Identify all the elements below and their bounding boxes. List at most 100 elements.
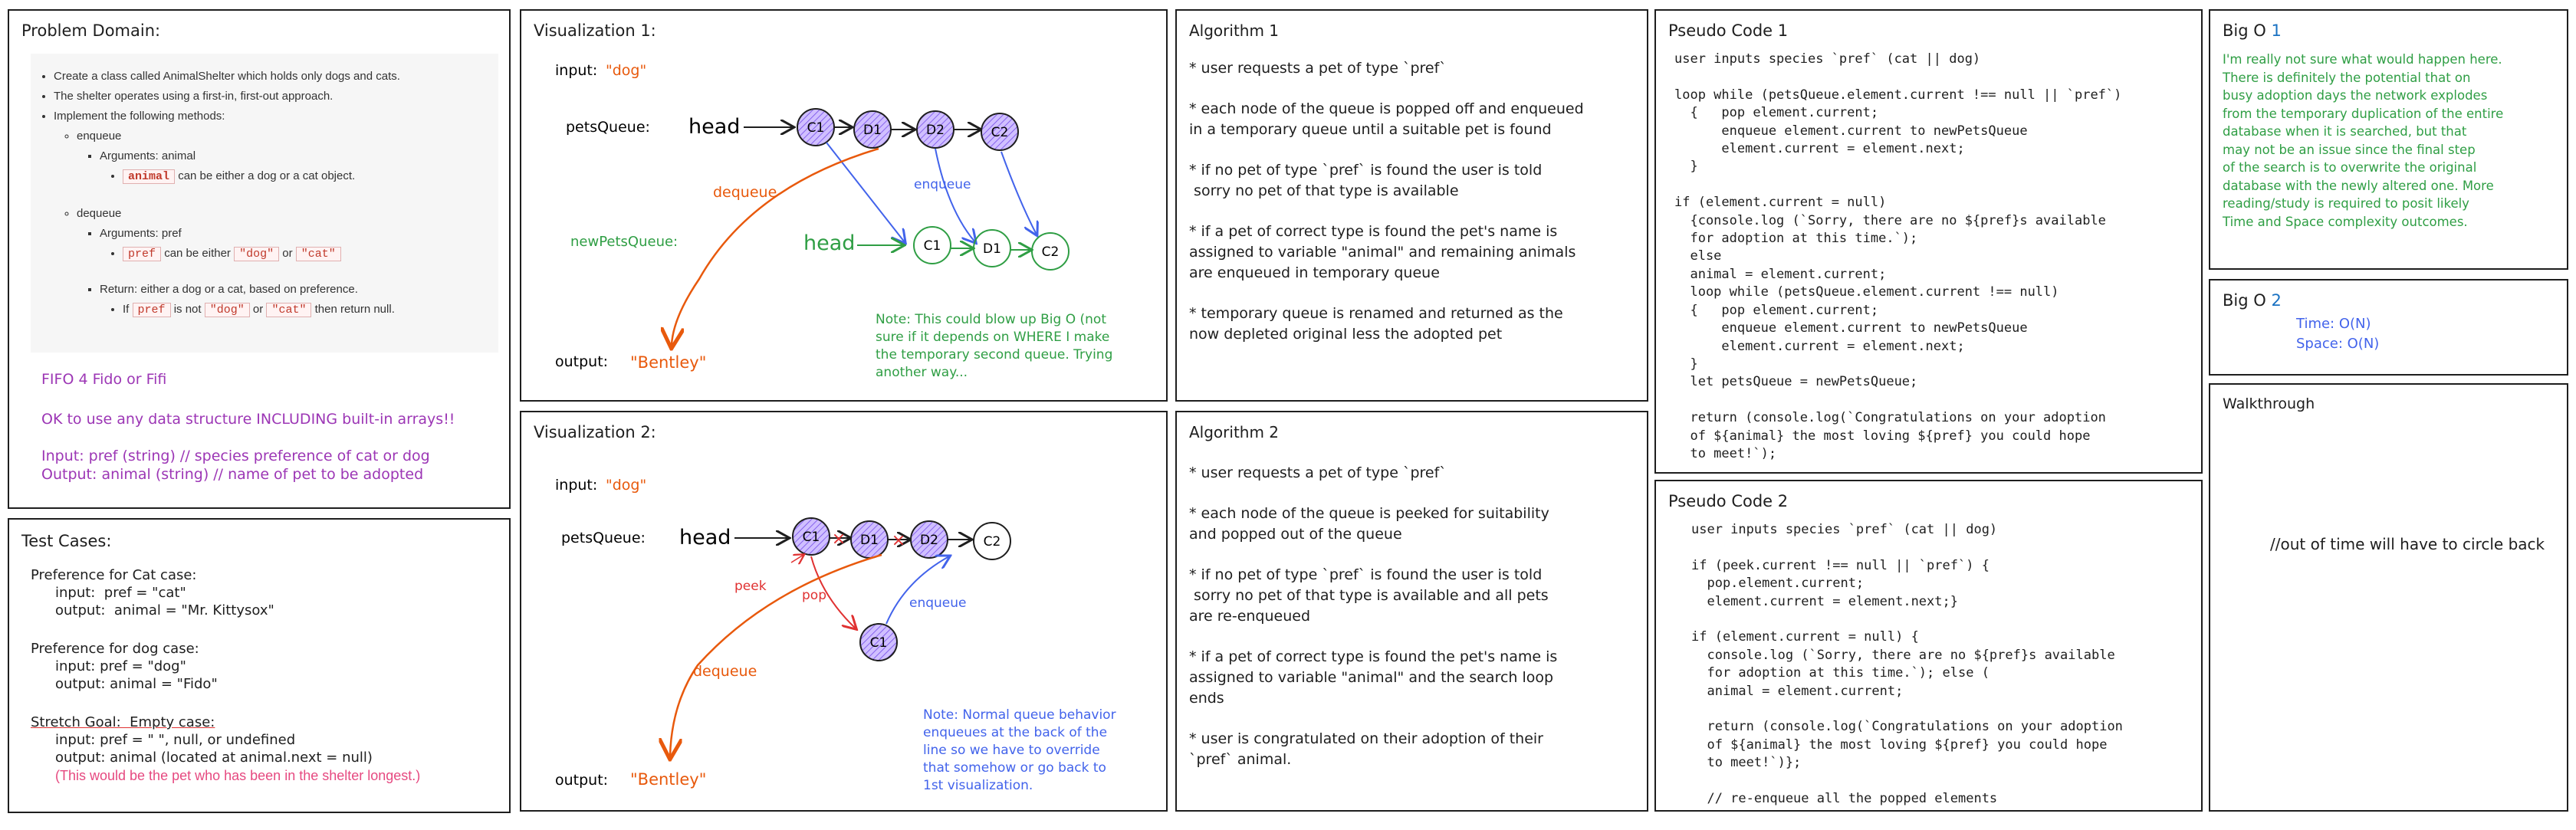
algo1-bullet: * temporary queue is renamed and returne… xyxy=(1189,305,1563,343)
viz1-new-node: C1 xyxy=(913,226,951,264)
pseudo-code-2-panel: Pseudo Code 2 user inputs species `pref`… xyxy=(1654,480,2203,812)
viz1-new-node: D1 xyxy=(973,229,1011,267)
viz1-node: C2 xyxy=(981,113,1019,151)
bigo1-text: I'm really not sure what would happen he… xyxy=(2223,52,2504,229)
test-cases-title: Test Cases: xyxy=(21,532,112,550)
viz2-output-label: output: xyxy=(555,772,608,789)
viz2-peek-label: peek xyxy=(734,579,767,594)
algo1-title: Algorithm 1 xyxy=(1189,21,1280,40)
dog-case: Preference for dog case: xyxy=(31,641,199,657)
dequeue-return: Return: either a dog or a cat, based on … xyxy=(100,283,498,317)
viz2-node: D1 xyxy=(850,520,889,559)
input-note: Input: pref (string) // species preferen… xyxy=(41,448,430,464)
viz2-popped-node: C1 xyxy=(859,623,898,661)
viz1-head-label: head xyxy=(688,115,740,139)
viz1-input-value: "dog" xyxy=(606,62,646,79)
problem-domain-spec: Create a class called AnimalShelter whic… xyxy=(31,54,498,353)
viz2-output-value: "Bentley" xyxy=(630,770,706,789)
dog-input: input: pref = "dog" xyxy=(55,658,186,674)
algorithm-1-panel: Algorithm 1 * user requests a pet of typ… xyxy=(1175,9,1648,402)
viz2-enqueue-label: enqueue xyxy=(909,595,967,611)
big-o-1-panel: Big O 1 I'm really not sure what would h… xyxy=(2209,9,2568,270)
enqueue-args: Arguments: animal animal can be either a… xyxy=(100,149,498,184)
viz2-node: C2 xyxy=(973,522,1011,560)
viz1-input-label: input: xyxy=(555,62,597,79)
viz2-input-label: input: xyxy=(555,477,597,494)
viz1-diagram: input: "dog" petsQueue: head C1 D1 D2 C2… xyxy=(555,62,1070,372)
viz2-break-mark: × xyxy=(892,531,905,550)
algo2-bullet: * user is congratulated on their adoptio… xyxy=(1189,730,1543,768)
svg-text:C1: C1 xyxy=(803,530,820,545)
viz1-node: D2 xyxy=(916,110,955,149)
viz1-new-node: C2 xyxy=(1031,232,1070,271)
test-cases-panel: Test Cases: Preference for Cat case: inp… xyxy=(8,518,511,813)
pseudo1-code: user inputs species `pref` (cat || dog) … xyxy=(1674,51,2122,461)
pseudo1-title: Pseudo Code 1 xyxy=(1668,21,1789,40)
algorithm-2-panel: Algorithm 2 * user requests a pet of typ… xyxy=(1175,411,1648,812)
viz2-break-mark: × xyxy=(832,530,846,549)
algo2-bullets: * user requests a pet of type `pref` * e… xyxy=(1189,463,1557,790)
viz2-dequeue-label: dequeue xyxy=(693,663,757,680)
spec-item: Create a class called AnimalShelter whic… xyxy=(54,70,498,83)
bigo2-title: Big O 2 xyxy=(2223,291,2282,310)
viz2-note: Note: Normal queue behavior enqueues at … xyxy=(923,707,1116,793)
viz2-title: Visualization 2: xyxy=(534,423,656,441)
stretch-input: input: pref = " ", null, or undefined xyxy=(55,732,296,748)
viz2-node: C1 xyxy=(792,517,830,556)
stretch-goal: Stretch Goal: Empty case: xyxy=(31,714,215,730)
viz2-input-value: "dog" xyxy=(606,477,646,494)
viz1-output-value: "Bentley" xyxy=(630,353,706,372)
viz2-diagram: input: "dog" petsQueue: head C1 × D1 × D… xyxy=(555,477,1011,789)
dequeue-null-rule: If pref is not "dog" or "cat" then retur… xyxy=(123,303,498,317)
cat-case: Preference for Cat case: xyxy=(31,567,197,583)
spec-item: The shelter operates using a first-in, f… xyxy=(54,90,498,103)
viz1-dequeue-label: dequeue xyxy=(713,184,777,201)
svg-text:D1: D1 xyxy=(860,533,879,548)
problem-domain-panel: Problem Domain: Create a class called An… xyxy=(8,9,511,509)
viz1-queue-label: petsQueue: xyxy=(566,119,650,136)
big-o-2-panel: Big O 2 Time: O(N) Space: O(N) xyxy=(2209,279,2568,376)
svg-text:D1: D1 xyxy=(863,123,882,138)
ok-note: OK to use any data structure INCLUDING b… xyxy=(41,411,455,428)
bigo2-time: Time: O(N) xyxy=(2296,316,2371,332)
viz1-note: Note: This could blow up Big O (not sure… xyxy=(876,312,1113,380)
viz1-output-label: output: xyxy=(555,353,608,370)
viz2-head-label: head xyxy=(679,526,731,550)
algo2-bullet: * if no pet of type `pref` is found the … xyxy=(1189,566,1549,625)
svg-text:C2: C2 xyxy=(991,125,1009,140)
walkthrough-title: Walkthrough xyxy=(2223,395,2315,412)
viz2-pop-label: pop xyxy=(802,588,826,603)
algo1-bullet: * user requests a pet of type `pref` xyxy=(1189,60,1447,77)
viz1-node: C1 xyxy=(797,108,835,146)
viz1-enqueue-label: enqueue xyxy=(914,177,971,192)
viz1-head2-label: head xyxy=(803,231,855,255)
viz2-node: D2 xyxy=(910,520,948,559)
bigo2-space: Space: O(N) xyxy=(2296,336,2380,352)
algo2-title: Algorithm 2 xyxy=(1189,423,1280,441)
pseudo2-code: user inputs species `pref` (cat || dog) … xyxy=(1691,522,2123,807)
svg-text:D2: D2 xyxy=(920,533,938,548)
fifo-note: FIFO 4 Fido or Fifi xyxy=(41,371,167,388)
algo1-bullet: * if a pet of correct type is found the … xyxy=(1189,223,1576,281)
algo2-bullet: * user requests a pet of type `pref` xyxy=(1189,464,1447,481)
viz1-node: D1 xyxy=(853,110,892,149)
algo2-bullet: * each node of the queue is peeked for s… xyxy=(1189,505,1549,543)
viz1-new-queue-label: newPetsQueue: xyxy=(570,234,678,250)
stretch-note: (This would be the pet who has been in t… xyxy=(55,768,421,783)
walkthrough-text: //out of time will have to circle back xyxy=(2270,535,2545,553)
output-note: Output: animal (string) // name of pet t… xyxy=(41,466,424,483)
cat-output: output: animal = "Mr. Kittysox" xyxy=(55,602,274,618)
algo1-bullet: * each node of the queue is popped off a… xyxy=(1189,100,1584,138)
svg-text:C2: C2 xyxy=(984,534,1001,550)
stretch-output: output: animal (located at animal.next =… xyxy=(55,750,373,766)
dequeue-desc: pref can be either "dog" or "cat" xyxy=(123,247,498,261)
pseudo2-title: Pseudo Code 2 xyxy=(1668,492,1789,510)
spec-item: Implement the following methods: enqueue… xyxy=(54,110,498,317)
pseudo-code-1-panel: Pseudo Code 1 user inputs species `pref`… xyxy=(1654,9,2203,474)
dequeue-method: dequeue Arguments: pref pref can be eith… xyxy=(77,207,498,317)
svg-text:C1: C1 xyxy=(807,120,825,136)
animal-chip: animal xyxy=(123,169,176,184)
svg-text:C1: C1 xyxy=(924,238,941,254)
svg-text:C1: C1 xyxy=(870,635,888,651)
visualization-2-panel: Visualization 2: input: "dog" petsQueue:… xyxy=(520,411,1168,812)
